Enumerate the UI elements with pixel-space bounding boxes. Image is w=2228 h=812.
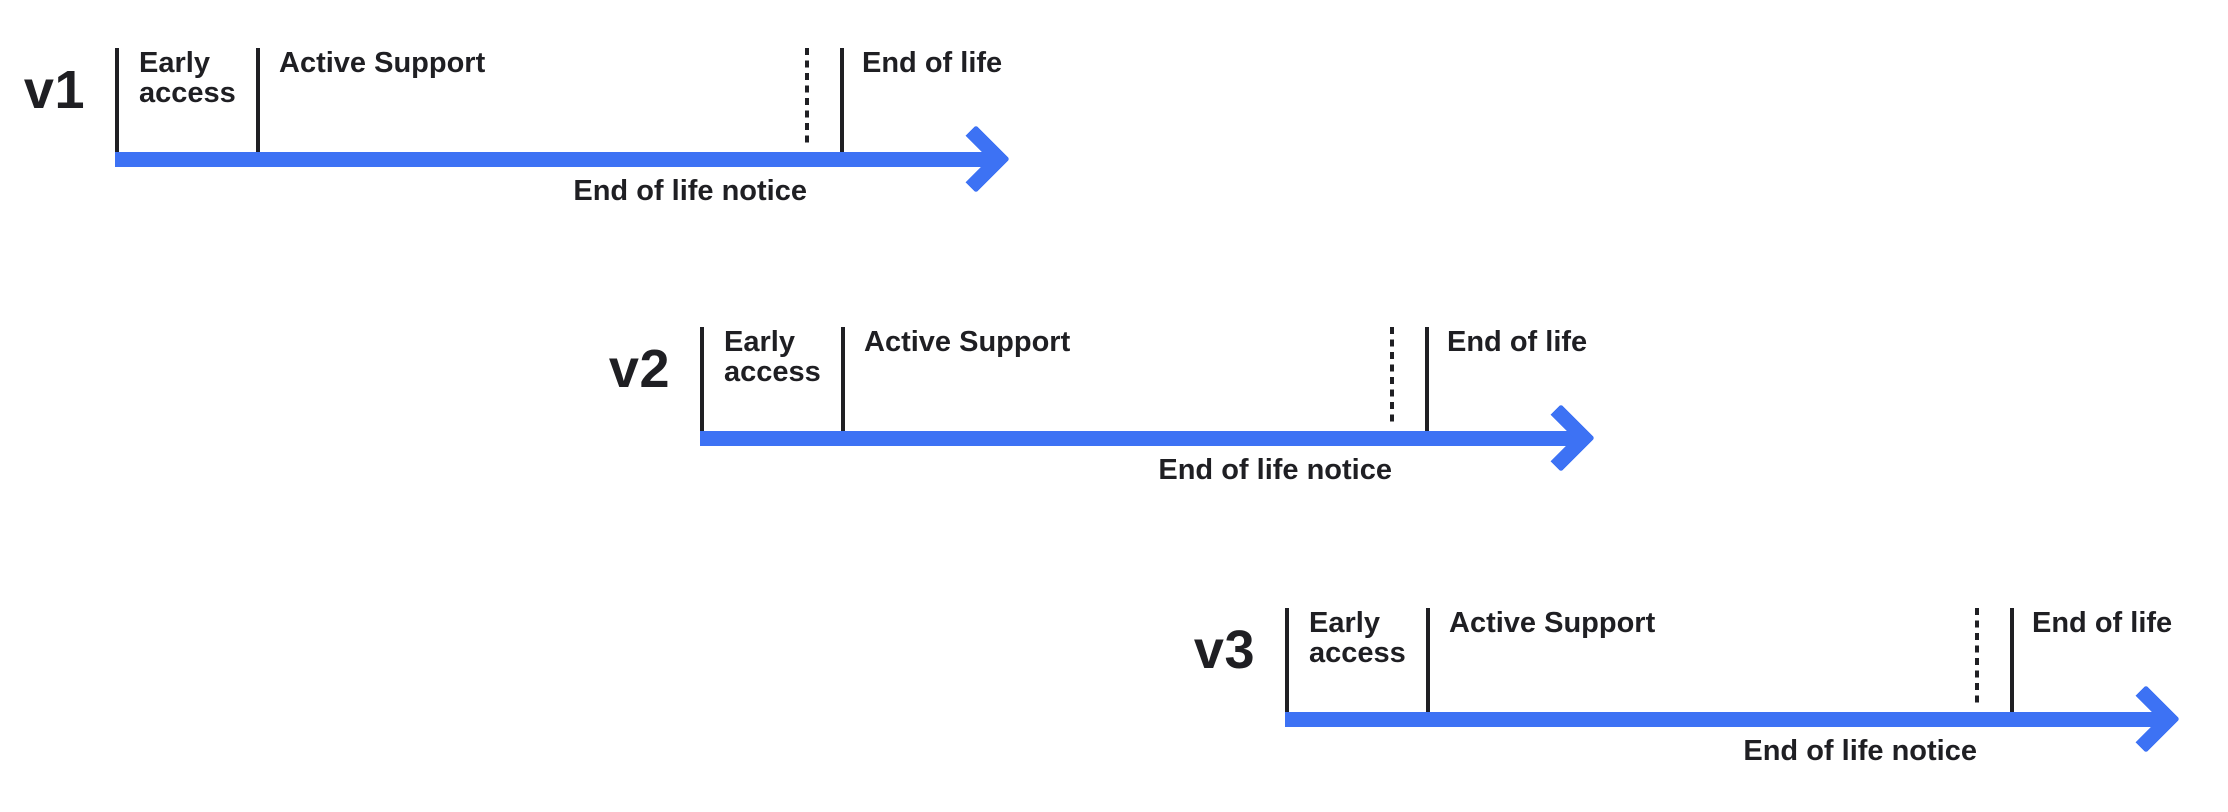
early-access-tick bbox=[1285, 608, 1289, 712]
end-of-life-tick bbox=[2010, 608, 2014, 712]
active-support-tick bbox=[1426, 608, 1430, 712]
timeline-v3: v3 Early access Active Support End of li… bbox=[1194, 607, 2187, 812]
version-label: v1 bbox=[23, 60, 85, 120]
version-label: v2 bbox=[608, 339, 670, 399]
timeline-arrow-shaft bbox=[700, 431, 1577, 446]
timeline-arrow-shaft bbox=[1285, 712, 2162, 727]
end-of-life-label: End of life bbox=[1447, 326, 1588, 358]
active-support-tick bbox=[841, 327, 845, 431]
active-support-label: Active Support bbox=[279, 47, 486, 79]
end-of-life-tick bbox=[840, 48, 844, 152]
timeline-v1: v1 Early access Active Support End of li… bbox=[24, 47, 1017, 278]
end-of-life-notice-dashed-line bbox=[805, 48, 809, 147]
active-support-label: Active Support bbox=[864, 326, 1071, 358]
arrowhead-icon bbox=[1527, 404, 1595, 472]
end-of-life-notice-dashed-line bbox=[1390, 327, 1394, 426]
arrowhead-icon bbox=[942, 125, 1010, 193]
early-access-tick bbox=[700, 327, 704, 431]
end-of-life-notice-label: End of life notice bbox=[1743, 735, 1977, 767]
early-access-label: Early access bbox=[139, 47, 236, 109]
early-access-label: Early access bbox=[724, 326, 821, 388]
active-support-label: Active Support bbox=[1449, 607, 1656, 639]
end-of-life-label: End of life bbox=[2032, 607, 2173, 639]
end-of-life-notice-label: End of life notice bbox=[1158, 454, 1392, 486]
end-of-life-label: End of life bbox=[862, 47, 1003, 79]
timeline-v2: v2 Early access Active Support End of li… bbox=[609, 326, 1602, 557]
arrowhead-icon bbox=[2112, 685, 2180, 753]
end-of-life-notice-label: End of life notice bbox=[573, 175, 807, 207]
end-of-life-tick bbox=[1425, 327, 1429, 431]
active-support-tick bbox=[256, 48, 260, 152]
version-label: v3 bbox=[1193, 620, 1255, 680]
timeline-arrow-shaft bbox=[115, 152, 992, 167]
end-of-life-notice-dashed-line bbox=[1975, 608, 1979, 707]
early-access-tick bbox=[115, 48, 119, 152]
early-access-label: Early access bbox=[1309, 607, 1406, 669]
